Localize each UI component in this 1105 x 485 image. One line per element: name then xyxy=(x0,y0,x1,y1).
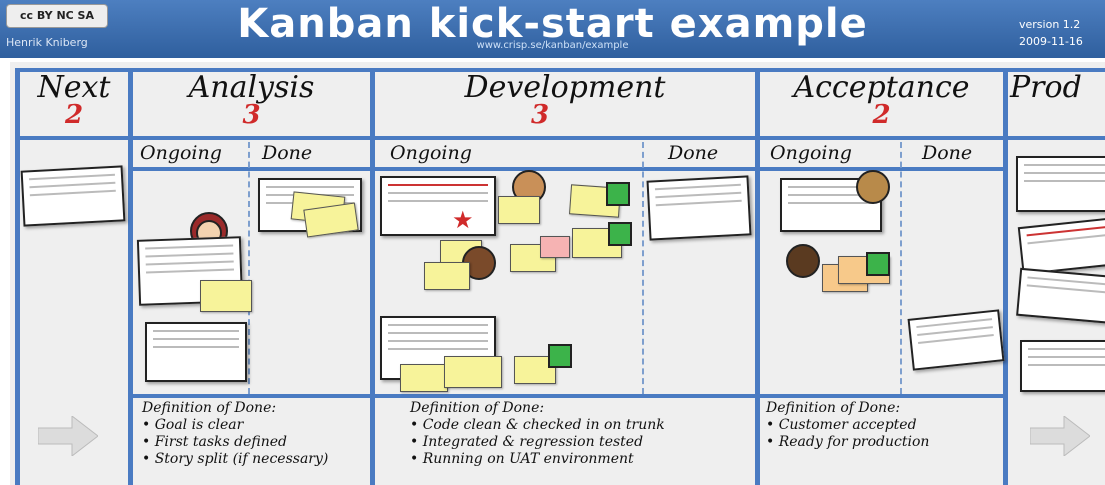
story-card[interactable] xyxy=(1017,216,1105,276)
dod-item: • Story split (if necessary) xyxy=(142,451,329,467)
task-sticky-note[interactable] xyxy=(498,196,540,224)
priority-star-icon: ★ xyxy=(452,206,474,234)
story-card[interactable] xyxy=(1016,267,1105,325)
acceptance-ongoing-done-divider xyxy=(900,142,902,394)
dod-item: • Running on UAT environment xyxy=(410,451,634,467)
dod-item: • Integrated & regression tested xyxy=(410,434,644,450)
dod-item: • Goal is clear xyxy=(142,417,244,433)
development-done-label: Done xyxy=(668,142,719,164)
subheader-row-line xyxy=(130,167,1005,171)
task-sticky-note[interactable] xyxy=(444,356,502,388)
task-sticky-note[interactable] xyxy=(424,262,470,290)
development-ongoing-label: Ongoing xyxy=(390,142,472,164)
divider-analysis-development xyxy=(370,68,375,485)
done-task-marker xyxy=(606,182,630,206)
divider-acceptance-production xyxy=(1003,68,1008,485)
column-acceptance-title: Acceptance xyxy=(793,70,970,105)
team-member-avatar xyxy=(786,244,820,278)
header-row-line xyxy=(15,136,1105,140)
story-card[interactable] xyxy=(646,175,752,241)
column-analysis-wip-limit: 3 xyxy=(242,100,261,130)
team-member-avatar xyxy=(856,170,890,204)
example-url[interactable]: www.crisp.se/kanban/example xyxy=(476,40,629,51)
version-label: version 1.2 xyxy=(1019,18,1081,31)
dod-item: • Code clean & checked in on trunk xyxy=(410,417,665,433)
story-card[interactable] xyxy=(20,165,126,227)
analysis-done-label: Done xyxy=(262,142,313,164)
blocked-task-sticky-note[interactable] xyxy=(540,236,570,258)
acceptance-definition-of-done: Definition of Done: • Customer accepted … xyxy=(766,400,929,451)
column-production-title: Prod xyxy=(1010,70,1082,105)
header-bar: cc BY NC SA Henrik Kniberg Kanban kick-s… xyxy=(0,0,1105,58)
acceptance-done-label: Done xyxy=(922,142,973,164)
version-date: 2009-11-16 xyxy=(1019,35,1083,48)
development-definition-of-done: Definition of Done: • Code clean & check… xyxy=(410,400,665,468)
dod-heading: Definition of Done: xyxy=(142,400,277,416)
column-analysis-title: Analysis xyxy=(188,70,315,105)
column-development-wip-limit: 3 xyxy=(530,100,550,130)
flow-arrow-icon xyxy=(38,416,98,456)
dod-item: • First tasks defined xyxy=(142,434,287,450)
story-card[interactable] xyxy=(907,309,1005,371)
done-task-marker xyxy=(866,252,890,276)
dod-heading: Definition of Done: xyxy=(410,400,545,416)
task-sticky-note[interactable] xyxy=(400,364,448,392)
column-acceptance-wip-limit: 2 xyxy=(872,100,891,130)
author-name: Henrik Kniberg xyxy=(6,36,88,49)
dod-row-line xyxy=(130,394,1005,398)
development-ongoing-done-divider xyxy=(642,142,644,394)
column-development-title: Development xyxy=(464,70,666,105)
dod-item: • Customer accepted xyxy=(766,417,917,433)
creative-commons-badge: cc BY NC SA xyxy=(6,4,108,28)
done-task-marker xyxy=(608,222,632,246)
done-task-marker xyxy=(548,344,572,368)
story-card[interactable] xyxy=(145,322,247,382)
page-title: Kanban kick-start example xyxy=(237,1,868,47)
dod-heading: Definition of Done: xyxy=(766,400,901,416)
story-card[interactable] xyxy=(380,176,496,236)
story-card[interactable] xyxy=(1016,156,1105,212)
story-card[interactable] xyxy=(1020,340,1105,392)
version-info: version 1.2 2009-11-16 xyxy=(1019,16,1099,50)
board-top-border xyxy=(15,68,1105,72)
flow-arrow-icon xyxy=(1030,416,1090,456)
column-next-wip-limit: 2 xyxy=(64,100,84,130)
analysis-definition-of-done: Definition of Done: • Goal is clear • Fi… xyxy=(142,400,328,468)
board-left-border xyxy=(15,68,20,485)
task-sticky-note[interactable] xyxy=(200,280,252,312)
column-next-title: Next xyxy=(37,70,111,105)
analysis-ongoing-label: Ongoing xyxy=(140,142,222,164)
analysis-ongoing-done-divider xyxy=(248,142,250,394)
divider-development-acceptance xyxy=(755,68,760,485)
dod-item: • Ready for production xyxy=(766,434,930,450)
story-card[interactable] xyxy=(780,178,882,232)
acceptance-ongoing-label: Ongoing xyxy=(770,142,852,164)
divider-next-analysis xyxy=(128,68,133,485)
